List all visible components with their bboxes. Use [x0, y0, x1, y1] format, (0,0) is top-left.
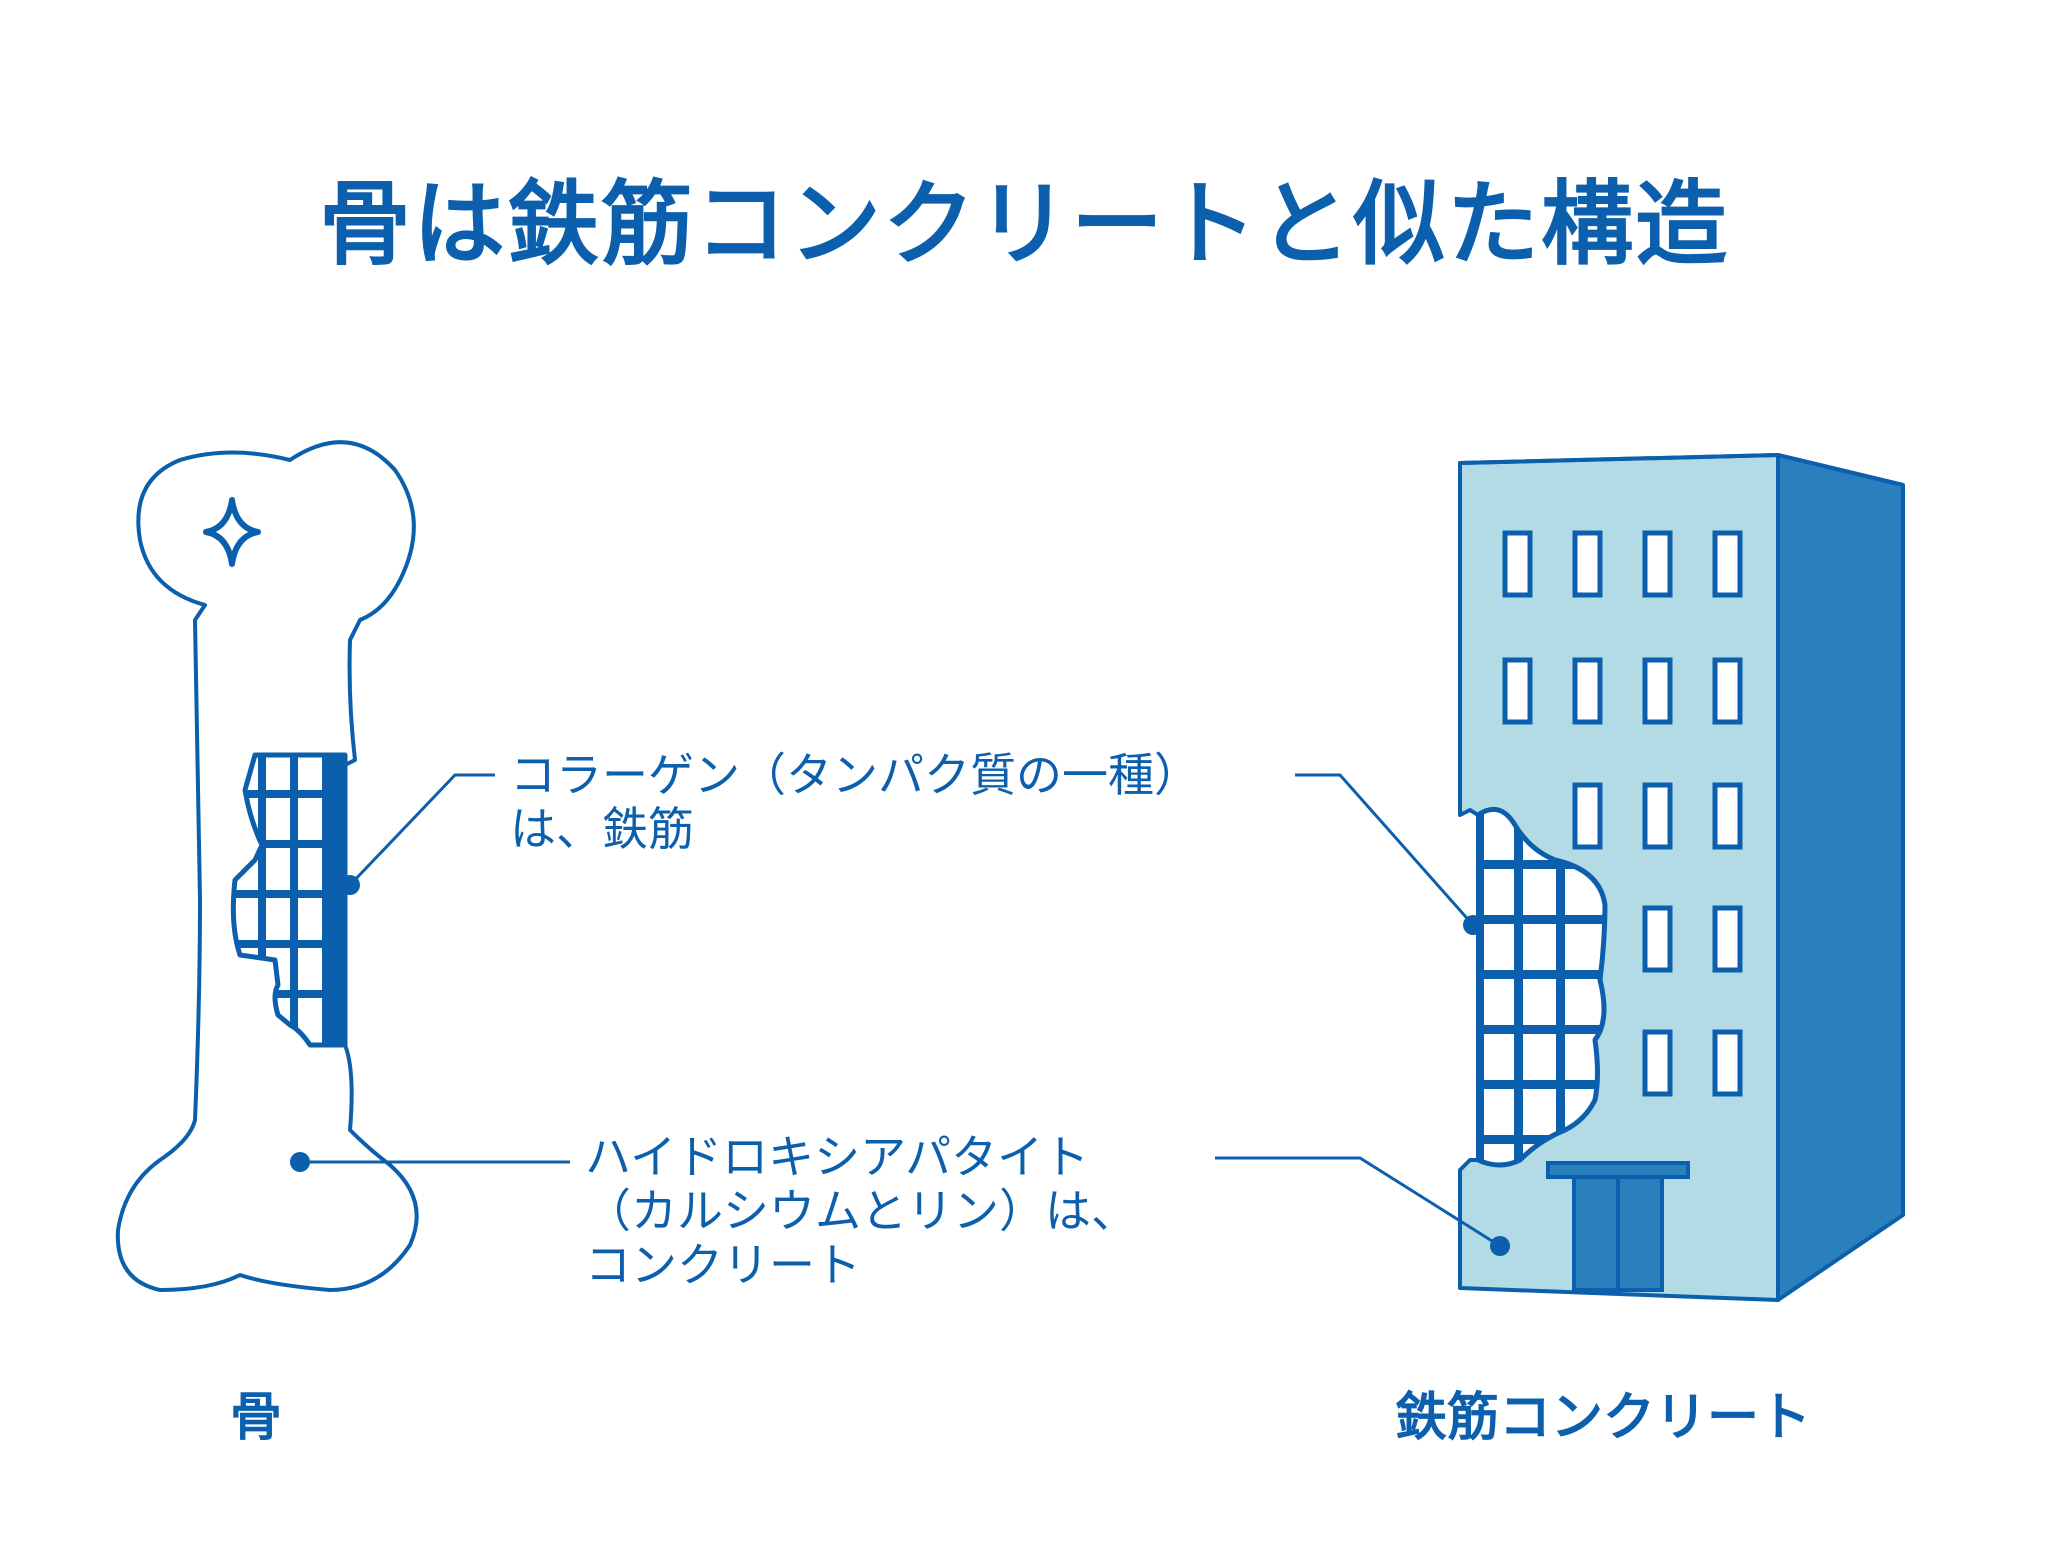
- building-illustration: [1458, 452, 1905, 1302]
- building-side: [1776, 453, 1905, 1302]
- hydroxyapatite-label-line2: （カルシウムとリン）は、: [585, 1184, 1137, 1238]
- sparkle-icon: [203, 497, 261, 567]
- collagen-leader-right: [1295, 773, 1475, 926]
- bone-illustration: [115, 440, 419, 1292]
- collagen-label: コラーゲン（タンパク質の一種） は、鉄筋: [510, 748, 1200, 856]
- hydroxyapatite-leader-right: [1215, 1156, 1501, 1248]
- leader-lines: [300, 773, 1501, 1248]
- bone-collagen-grid: [233, 755, 345, 1045]
- collagen-label-line2: は、鉄筋: [510, 802, 694, 856]
- diagram-title: 骨は鉄筋コンクリートと似た構造: [318, 171, 1729, 278]
- hydroxyapatite-label-line3: コンクリート: [585, 1238, 861, 1292]
- collagen-leader-left: [348, 773, 495, 887]
- collagen-label-line1: コラーゲン（タンパク質の一種）: [510, 748, 1200, 802]
- building-caption: 鉄筋コンクリート: [1395, 1388, 1812, 1448]
- entrance-canopy: [1546, 1161, 1690, 1179]
- hydroxyapatite-label-line1: ハイドロキシアパタイト: [585, 1130, 1090, 1184]
- hydroxyapatite-label: ハイドロキシアパタイト （カルシウムとリン）は、 コンクリート: [585, 1130, 1137, 1292]
- bone-caption: 骨: [230, 1388, 283, 1448]
- building-windows: [1502, 530, 1743, 1097]
- building-rebar-grid: [1478, 809, 1605, 1165]
